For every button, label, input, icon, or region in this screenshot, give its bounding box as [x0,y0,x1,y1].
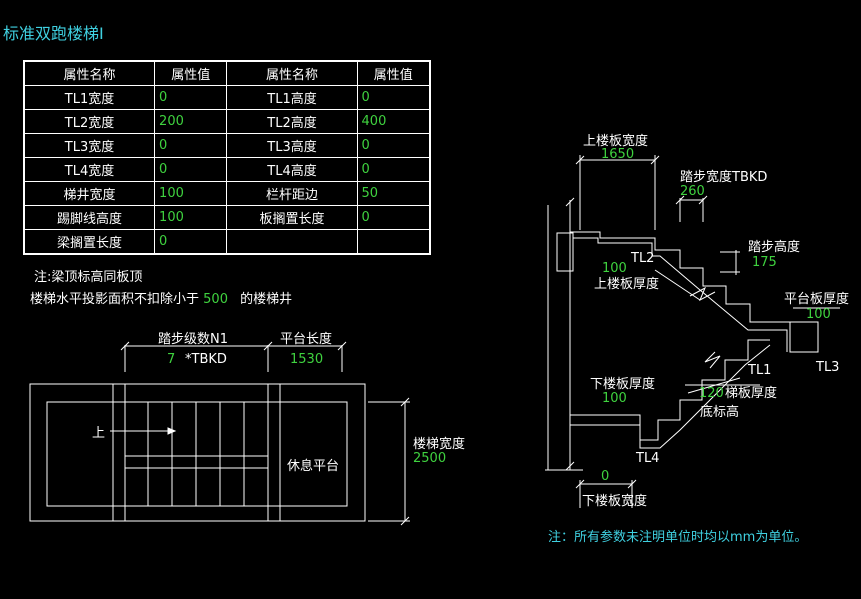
note-stairwell: 楼梯水平投影面积不扣除小于 500 的楼梯井 [30,288,292,307]
prop-name: 梁搁置长度 [23,229,156,255]
prop-name: TL4高度 [226,157,358,182]
prop-value-field[interactable]: 0 [356,205,431,230]
note-stairwell-suffix: 的楼梯井 [240,292,293,307]
property-table: 属性名称 属性值 属性名称 属性值 TL1宽度 0 TL1高度 0 TL2宽度 … [23,60,431,255]
steps-value-field[interactable]: 7 [167,352,176,367]
lower-slab-thickness-field[interactable]: 100 [602,391,627,406]
platform-length-field[interactable]: 1530 [290,352,324,367]
bottom-elevation-label: 底标高 [700,405,740,420]
header-prop-name-1: 属性名称 [23,60,156,86]
prop-value-field[interactable]: 0 [154,85,228,110]
table-header-row: 属性名称 属性值 属性名称 属性值 [23,60,431,86]
tl2-label: TL2 [631,251,655,266]
tl4-label: TL4 [636,451,660,466]
prop-value-field[interactable]: 0 [154,229,228,255]
dialog-title: 标准双跑楼梯Ⅰ [3,24,104,43]
upper-slab-width-field[interactable]: 1650 [601,147,635,162]
lower-slab-thickness-label: 下楼板厚度 [590,377,656,392]
stairwell-threshold-value[interactable]: 500 [203,292,228,307]
tl3-label: TL3 [816,360,840,375]
prop-name: TL1宽度 [23,85,156,110]
prop-name: TL1高度 [226,85,358,110]
upper-slab-width-label: 上楼板宽度 [583,134,649,149]
lower-slab-width-label: 下楼板宽度 [582,494,648,509]
steps-unit: *TBKD [185,352,227,367]
prop-name: TL4宽度 [23,157,156,182]
table-row: TL3宽度 0 TL3高度 0 [23,133,431,158]
up-direction-label: 上 [92,426,106,441]
upper-slab-thickness-field[interactable]: 100 [602,261,627,276]
upper-slab-thickness-label: 上楼板厚度 [594,277,660,292]
table-row: 踢脚线高度 100 板搁置长度 0 [23,205,431,230]
prop-name: 板搁置长度 [226,205,358,230]
tread-width-label: 踏步宽度TBKD [680,170,768,185]
riser-height-field[interactable]: 175 [752,255,777,270]
note-stairwell-prefix: 楼梯水平投影面积不扣除小于 [30,292,200,307]
platform-length-label: 平台长度 [280,332,333,347]
platform-thickness-field[interactable]: 100 [806,307,831,322]
prop-name [226,229,358,255]
tl1-label: TL1 [748,363,772,378]
riser-height-label: 踏步高度 [748,240,801,255]
stair-width-field[interactable]: 2500 [413,451,447,466]
prop-name: TL2宽度 [23,109,156,134]
table-row: TL2宽度 200 TL2高度 400 [23,109,431,134]
tread-width-field[interactable]: 260 [680,184,705,199]
platform-thickness-label: 平台板厚度 [784,292,850,307]
prop-value-field[interactable]: 400 [356,109,431,134]
lower-slab-width-field[interactable]: 0 [601,469,610,484]
prop-value-field[interactable] [356,229,431,255]
table-row: TL1宽度 0 TL1高度 0 [23,85,431,110]
table-row: 梁搁置长度 0 [23,229,431,255]
prop-name: 踢脚线高度 [23,205,156,230]
prop-value-field[interactable]: 100 [154,181,228,206]
header-prop-value-1: 属性值 [154,60,228,86]
header-prop-name-2: 属性名称 [226,60,358,86]
table-row: TL4宽度 0 TL4高度 0 [23,157,431,182]
steps-label: 踏步级数N1 [158,332,228,347]
prop-value-field[interactable]: 200 [154,109,228,134]
rest-platform-label: 休息平台 [287,459,340,474]
ladder-thickness-field[interactable]: 120 [699,386,724,401]
table-row: 梯井宽度 100 栏杆距边 50 [23,181,431,206]
stair-width-label: 楼梯宽度 [413,437,466,452]
note-beam-top: 注:梁顶标高同板顶 [34,270,143,285]
prop-name: 栏杆距边 [226,181,358,206]
footer-units-note: 注：所有参数未注明单位时均以mm为单位。 [548,530,808,545]
prop-value-field[interactable]: 0 [356,85,431,110]
prop-value-field[interactable]: 100 [154,205,228,230]
ladder-thickness-label: 梯板厚度 [725,386,778,401]
prop-name: TL3宽度 [23,133,156,158]
prop-value-field[interactable]: 0 [356,157,431,182]
